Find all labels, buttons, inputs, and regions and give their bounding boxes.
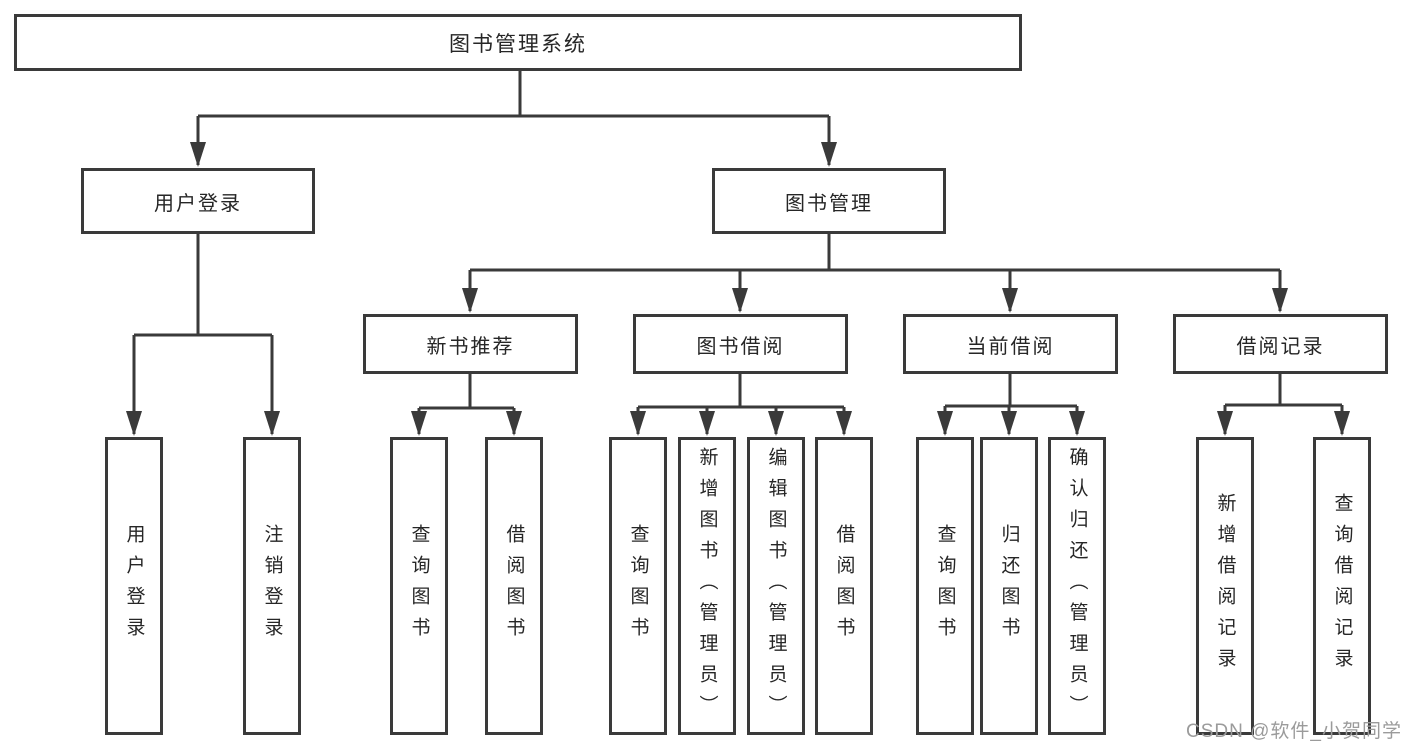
node-label: 用户登录	[123, 524, 145, 648]
node-label: 借阅记录	[1236, 335, 1325, 358]
node-label: 查询图书	[934, 524, 956, 648]
node-user-login: 用户登录	[81, 168, 315, 234]
node-label: 查询图书	[627, 524, 649, 648]
leaf-edit-book-admin: 编辑图书（管理员）	[747, 437, 805, 735]
leaf-borrow-books-recommend: 借阅图书	[485, 437, 543, 735]
node-label: 注销登录	[261, 524, 283, 648]
node-book-management: 图书管理	[712, 168, 946, 234]
node-label: 查询图书	[408, 524, 430, 648]
leaf-user-login: 用户登录	[105, 437, 163, 735]
leaf-query-borrowing-record: 查询借阅记录	[1313, 437, 1371, 735]
node-label: 借阅图书	[833, 524, 855, 648]
leaf-query-books-recommend: 查询图书	[390, 437, 448, 735]
csdn-watermark: CSDN @软件_小贺同学	[1186, 721, 1402, 742]
leaf-query-books-current: 查询图书	[916, 437, 974, 735]
node-label: 用户登录	[154, 192, 242, 215]
node-book-borrowing: 图书借阅	[633, 314, 848, 374]
leaf-borrow-books-borrowing: 借阅图书	[815, 437, 873, 735]
node-label: 新增借阅记录	[1214, 493, 1236, 679]
leaf-logout: 注销登录	[243, 437, 301, 735]
node-label: 新书推荐	[426, 335, 515, 358]
leaf-add-borrowing-record: 新增借阅记录	[1196, 437, 1254, 735]
leaf-return-book: 归还图书	[980, 437, 1038, 735]
node-label: 图书管理系统	[449, 32, 587, 56]
node-label: 图书管理	[785, 192, 873, 215]
node-borrowing-records: 借阅记录	[1173, 314, 1388, 374]
leaf-query-books-borrowing: 查询图书	[609, 437, 667, 735]
leaf-add-book-admin: 新增图书（管理员）	[678, 437, 736, 735]
node-label: 归还图书	[998, 524, 1020, 648]
node-label: 当前借阅	[966, 335, 1055, 358]
node-label: 图书借阅	[696, 335, 785, 358]
node-label: 编辑图书（管理员）	[765, 446, 787, 726]
node-label: 借阅图书	[503, 524, 525, 648]
node-new-book-recommendation: 新书推荐	[363, 314, 578, 374]
node-label: 确认归还（管理员）	[1066, 446, 1088, 726]
node-current-borrowing: 当前借阅	[903, 314, 1118, 374]
arrowheads	[126, 142, 1350, 436]
node-label: 查询借阅记录	[1331, 493, 1353, 679]
node-library-management-system: 图书管理系统	[14, 14, 1022, 71]
leaf-confirm-return-admin: 确认归还（管理员）	[1048, 437, 1106, 735]
node-label: 新增图书（管理员）	[696, 446, 718, 726]
